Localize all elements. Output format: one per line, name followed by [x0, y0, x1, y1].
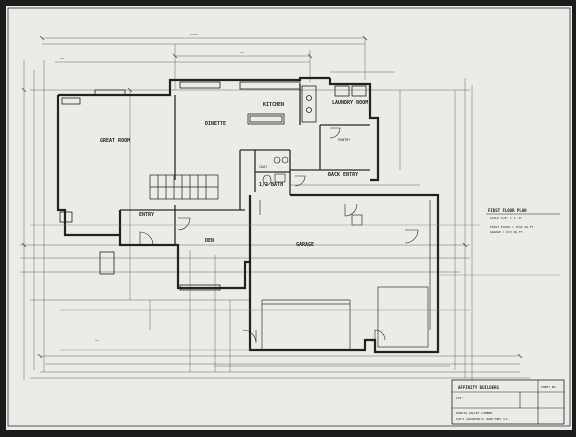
svg-text:────: ────: [189, 33, 199, 37]
sheet-label: SHEET NO.: [541, 385, 557, 389]
plan-title: FIRST FLOOR PLAN: [488, 208, 527, 213]
dimension-ticks: [21, 35, 523, 359]
label-coat: COAT: [259, 165, 267, 169]
label-den: DEN: [205, 238, 214, 244]
svg-text:──: ──: [59, 57, 65, 61]
stairs: [149, 174, 219, 200]
exterior-walls: [56, 76, 440, 354]
label-bath: 1/2 BATH: [259, 182, 283, 188]
label-back-entry: BACK ENTRY: [328, 172, 358, 178]
label-kitchen: KITCHEN: [263, 102, 284, 108]
paper-sheet: [6, 6, 572, 430]
label-great-room: GREAT ROOM: [100, 138, 130, 144]
label-dinette: DINETTE: [205, 121, 226, 127]
door-swings: [139, 127, 419, 344]
title-block: AFFINITY BUILDERS LOT: DAKOTA VALLEY LUM…: [451, 379, 565, 425]
label-garage: GARAGE: [296, 242, 314, 248]
kitchen-cabinets: [179, 81, 367, 125]
svg-text:──: ──: [239, 51, 245, 55]
lumber-address: 1620 N. WASHINGTON ST. GRAND FORKS, N.D.: [456, 418, 509, 421]
fireplace-windows: [59, 89, 221, 291]
sheet-border: [7, 7, 571, 427]
dimension-lines: [20, 37, 530, 380]
interior-walls: [120, 84, 370, 245]
label-pantry: PANTRY: [338, 138, 350, 142]
plan-area-first: FIRST FLOOR = 1544 SQ.FT.: [490, 225, 535, 229]
label-entry: ENTRY: [139, 212, 154, 218]
bath-fixtures: [262, 156, 289, 186]
plan-area-garage: GARAGE = 672 SQ.FT.: [490, 230, 525, 234]
label-laundry: LAUNDRY ROOM: [332, 100, 368, 106]
dimension-notes: ──── ── ── ──: [59, 33, 245, 343]
company-name: AFFINITY BUILDERS: [458, 385, 500, 390]
reference-grid: [30, 224, 560, 351]
garage-details: [259, 200, 431, 350]
plan-title-block: FIRST FLOOR PLAN SCALE 1/8" = 1'-0" FIRS…: [486, 208, 560, 234]
svg-text:──: ──: [94, 339, 100, 343]
lot-label: LOT:: [456, 396, 463, 400]
plan-scale: SCALE 1/8" = 1'-0": [490, 216, 523, 220]
lumber-name: DAKOTA VALLEY LUMBER: [456, 411, 492, 415]
